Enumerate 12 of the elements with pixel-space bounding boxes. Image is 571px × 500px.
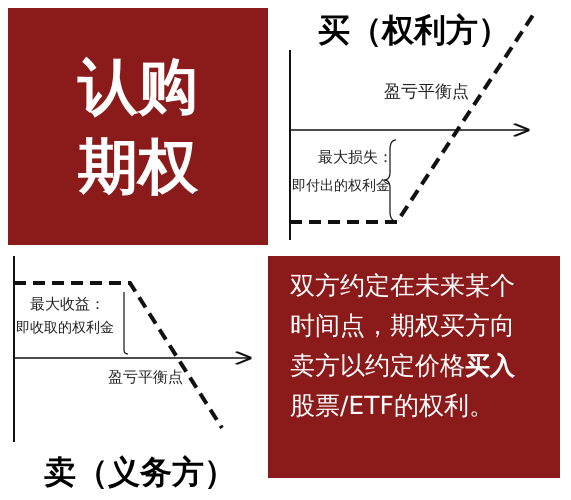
chart-annotation: 即付出的权利金 (292, 177, 390, 196)
panel-text: 认购期权 (76, 50, 200, 204)
panel-title: 买（权利方） (318, 10, 510, 51)
chart-annotation: 最大收益： (30, 294, 105, 315)
chart-annotation: 即收取的权利金 (16, 319, 114, 338)
panel-title: 卖（义务方） (44, 452, 236, 493)
chart-annotation: 最大损失： (318, 147, 393, 168)
text-panel (268, 256, 560, 478)
chart-annotation: 盈亏平衡点 (384, 81, 469, 104)
chart-annotation: 盈亏平衡点 (108, 367, 183, 388)
panel-text: 双方约定在未来某个时间点，期权买方向卖方以约定价格买入股票/ETF的权利。 (290, 270, 516, 422)
text-panel (8, 8, 268, 245)
